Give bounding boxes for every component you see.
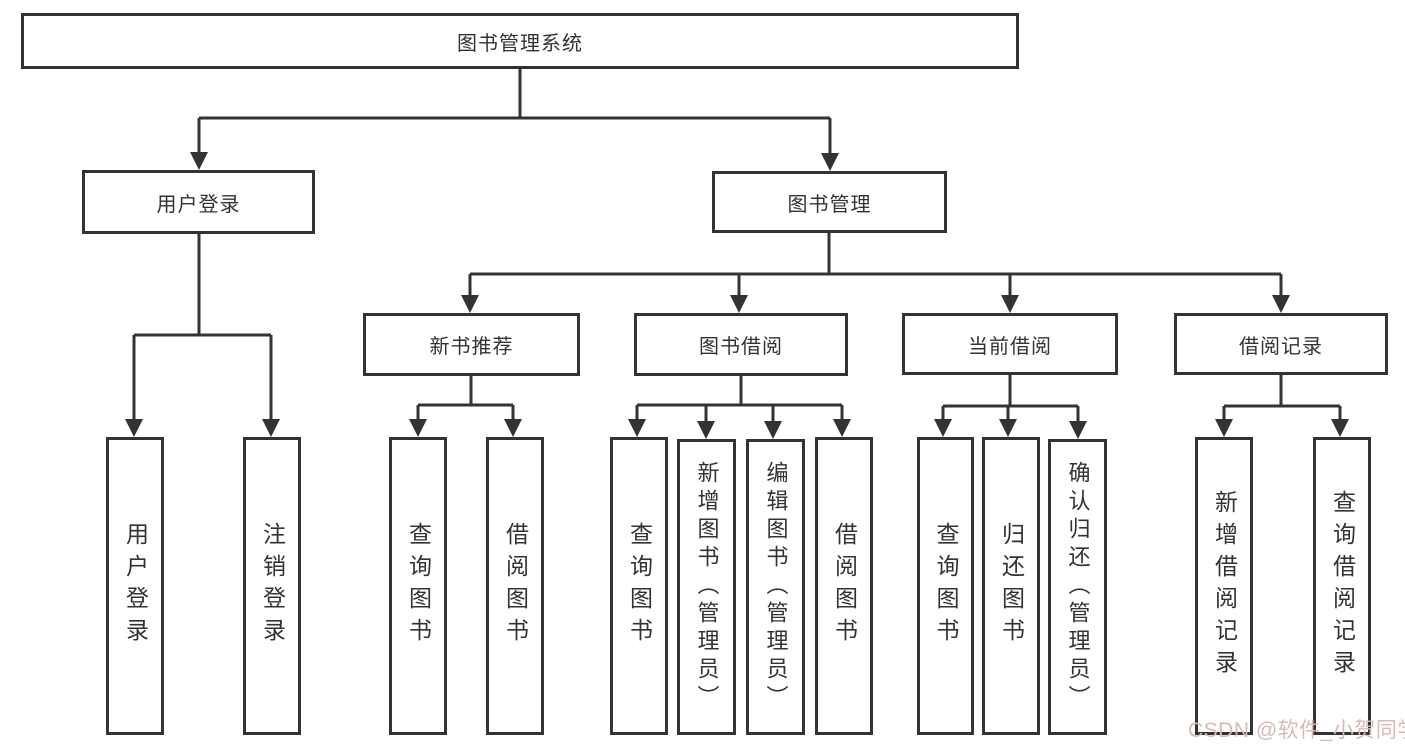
leaf-query-books-1: 查询图书 <box>389 437 447 735</box>
leaf-borrow-books-1: 借阅图书 <box>486 437 544 735</box>
node-label: 用户登录 <box>122 522 149 650</box>
node-label: 编辑图书（管理员） <box>763 461 789 713</box>
node-borrow-records: 借阅记录 <box>1174 313 1388 375</box>
node-label: 借阅记录 <box>1239 335 1323 358</box>
leaf-query-borrow-record: 查询借阅记录 <box>1313 437 1371 735</box>
node-root-library-system: 图书管理系统 <box>21 13 1019 69</box>
node-label: 确认归还（管理员） <box>1065 461 1091 713</box>
node-label: 查询图书 <box>626 522 653 650</box>
node-label: 用户登录 <box>156 193 241 216</box>
leaf-add-book-admin: 新增图书（管理员） <box>677 439 736 735</box>
node-label: 图书管理系统 <box>457 32 583 55</box>
leaf-edit-book-admin: 编辑图书（管理员） <box>746 439 805 735</box>
leaf-user-login: 用户登录 <box>106 437 164 735</box>
leaf-logout: 注销登录 <box>243 437 301 735</box>
node-label: 查询图书 <box>405 522 432 650</box>
leaf-borrow-books-2: 借阅图书 <box>815 437 873 735</box>
node-label: 借阅图书 <box>831 522 858 650</box>
node-label: 图书管理 <box>787 193 872 216</box>
node-label: 查询借阅记录 <box>1329 490 1356 682</box>
leaf-query-books-2: 查询图书 <box>610 437 668 735</box>
node-label: 注销登录 <box>259 522 286 650</box>
node-label: 新增图书（管理员） <box>694 461 720 713</box>
node-label: 借阅图书 <box>502 522 529 650</box>
node-label: 新书推荐 <box>429 336 514 358</box>
node-label: 当前借阅 <box>968 335 1052 358</box>
node-book-management: 图书管理 <box>712 171 947 233</box>
leaf-add-borrow-record: 新增借阅记录 <box>1195 437 1253 735</box>
node-label: 新增借阅记录 <box>1211 490 1238 682</box>
csdn-watermark: CSDN @软件_小贺同学 <box>1188 719 1405 742</box>
node-label: 归还图书 <box>998 522 1025 650</box>
node-current-borrow: 当前借阅 <box>902 313 1118 375</box>
node-new-book-recommend: 新书推荐 <box>363 313 580 376</box>
node-label: 图书借阅 <box>699 336 783 358</box>
leaf-confirm-return-admin: 确认归还（管理员） <box>1048 439 1107 735</box>
node-label: 查询图书 <box>933 522 959 650</box>
node-user-login: 用户登录 <box>82 170 315 234</box>
node-book-borrow: 图书借阅 <box>634 313 848 376</box>
leaf-query-books-3: 查询图书 <box>917 437 974 735</box>
leaf-return-book: 归还图书 <box>982 437 1040 735</box>
